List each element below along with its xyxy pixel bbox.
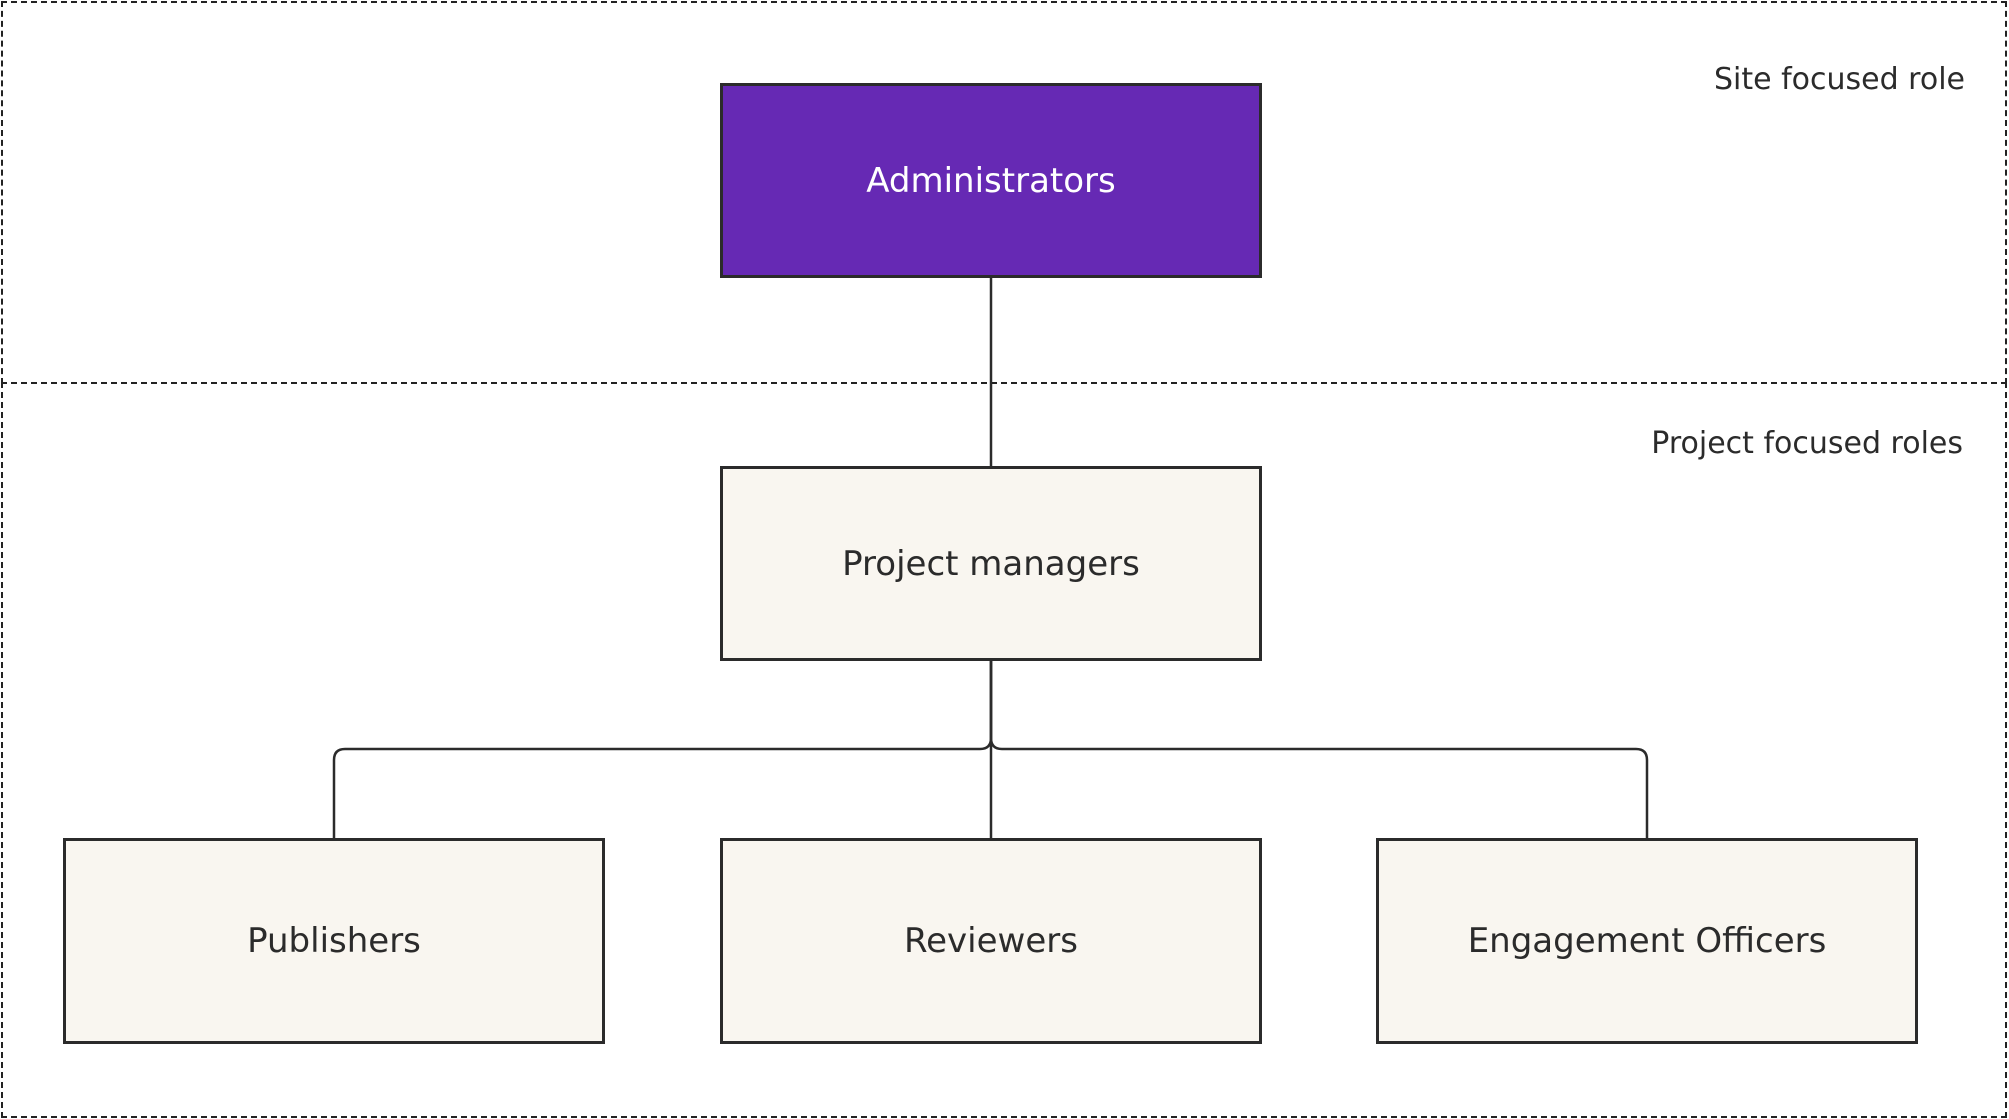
project-focused-zone-label: Project focused roles <box>1651 426 1963 461</box>
project-focused-zone <box>1 382 2007 1118</box>
reviewers-label: Reviewers <box>904 921 1078 961</box>
project-managers-node: Project managers <box>720 466 1262 661</box>
site-focused-zone-label: Site focused role <box>1713 62 1965 97</box>
engagement-officers-label: Engagement Officers <box>1467 921 1827 961</box>
publishers-node: Publishers <box>63 838 605 1044</box>
administrators-node: Administrators <box>720 83 1262 278</box>
project-managers-label: Project managers <box>842 543 1140 584</box>
publishers-label: Publishers <box>247 921 421 961</box>
reviewers-node: Reviewers <box>720 838 1262 1044</box>
administrators-label: Administrators <box>866 160 1116 201</box>
engagement-officers-node: Engagement Officers <box>1376 838 1918 1044</box>
